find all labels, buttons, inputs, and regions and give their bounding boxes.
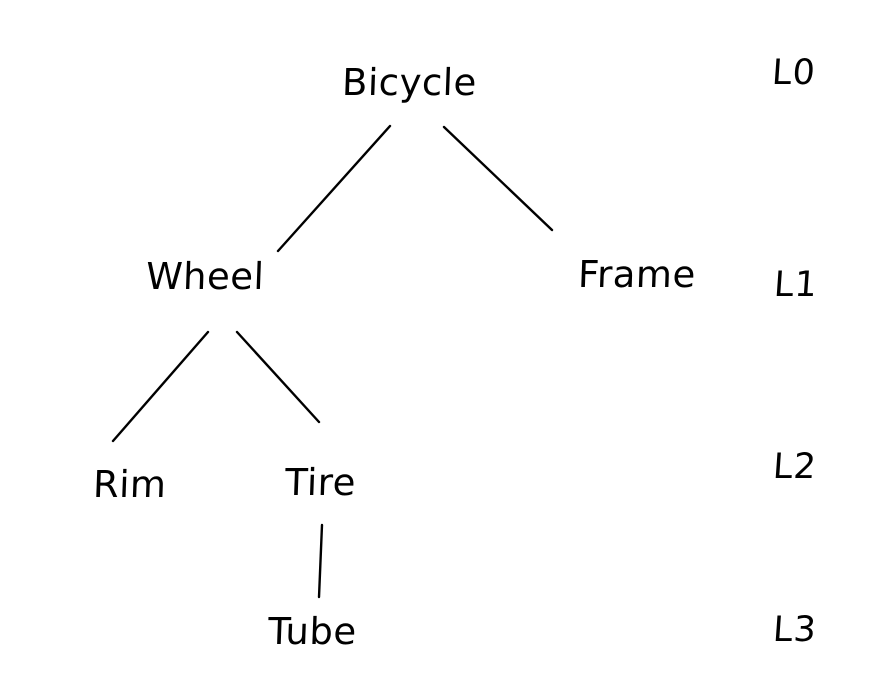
node-frame: Frame bbox=[577, 253, 697, 296]
edge-wheel-rim bbox=[111, 330, 210, 443]
node-wheel: Wheel bbox=[145, 255, 266, 298]
edge-wheel-tire bbox=[235, 330, 321, 424]
node-rim: Rim bbox=[92, 463, 168, 506]
node-tube: Tube bbox=[267, 610, 358, 653]
node-tire: Tire bbox=[284, 461, 357, 504]
edge-bicycle-frame bbox=[442, 125, 554, 232]
level-label-l3: L3 bbox=[771, 610, 819, 650]
level-label-l0: L0 bbox=[770, 53, 818, 93]
edge-tire-tube bbox=[317, 523, 324, 599]
edge-bicycle-wheel bbox=[276, 124, 392, 253]
level-label-l1: L1 bbox=[772, 265, 820, 305]
level-label-l2: L2 bbox=[771, 447, 819, 487]
node-bicycle: Bicycle bbox=[341, 61, 478, 104]
